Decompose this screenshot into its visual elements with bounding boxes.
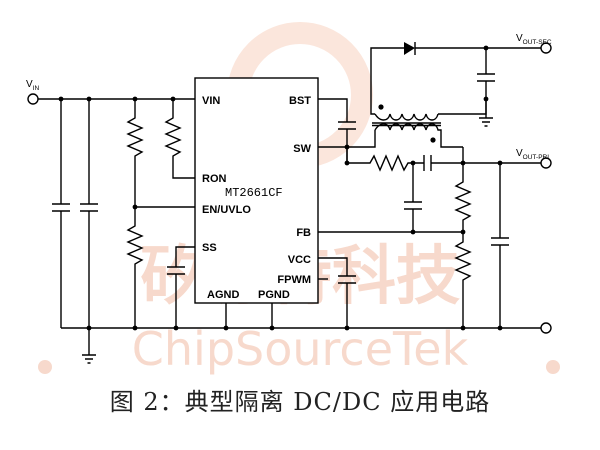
vin-terminal: VIN [26, 79, 39, 105]
pin-en-uvlo: EN/UVLO [202, 204, 251, 216]
pin-vcc: VCC [288, 254, 311, 266]
pin-ss: SS [202, 242, 217, 254]
pin-vin: VIN [202, 95, 220, 107]
chip-body [194, 77, 319, 304]
pin-fb: FB [296, 227, 311, 239]
vout-pri-label: VOUT-PRI [516, 148, 549, 161]
pin-fpwm: FPWM [277, 274, 311, 286]
watermark-en: ChipSourceTek [132, 322, 469, 376]
pin-ron: RON [202, 173, 227, 185]
pin-agnd: AGND [207, 289, 239, 301]
pin-bst: BST [289, 95, 311, 107]
pin-pgnd: PGND [258, 289, 290, 301]
pin-sw: SW [293, 143, 311, 155]
figure-caption: 图 2：典型隔离 DC/DC 应用电路 [109, 388, 491, 416]
vin-label: VIN [26, 79, 39, 92]
vout-sec-label: VOUT-SEC [516, 33, 552, 46]
chip-name: MT2661CF [225, 186, 283, 200]
